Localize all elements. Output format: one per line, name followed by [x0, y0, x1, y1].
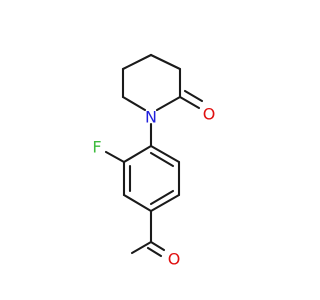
bond-ar3-ar4: [122, 193, 153, 213]
chemical-structure: F N O O: [92, 53, 215, 269]
bond-ar6-ar1-inner: [149, 151, 175, 168]
bond-carbonyl-2: [183, 89, 204, 103]
bond-carbonyl-1: [178, 95, 201, 110]
bond-ar1-ar2: [122, 144, 153, 164]
bond-c3-c4: [149, 53, 182, 71]
ketone-oxygen-atom-label: O: [203, 105, 216, 124]
atom-labels: F N O O: [92, 105, 215, 269]
bonds: [104, 53, 204, 258]
aldehyde-oxygen-atom-label: O: [168, 250, 181, 269]
bond-c6-n: [121, 95, 147, 112]
bond-c-f: [104, 150, 126, 164]
bond-ar4-ar5: [149, 193, 181, 213]
bond-c4-c5: [121, 53, 153, 71]
bond-aldehyde-co-1: [149, 240, 166, 252]
fluorine-atom-label: F: [92, 138, 101, 157]
bond-ar4-ar5-inner: [149, 189, 175, 206]
bond-aldehyde-co-2: [146, 246, 163, 258]
bond-n-c2: [155, 95, 182, 112]
bond-cho-h: [130, 240, 153, 255]
bond-ar6-ar1: [149, 144, 181, 164]
nitrogen-atom-label: N: [145, 108, 157, 127]
